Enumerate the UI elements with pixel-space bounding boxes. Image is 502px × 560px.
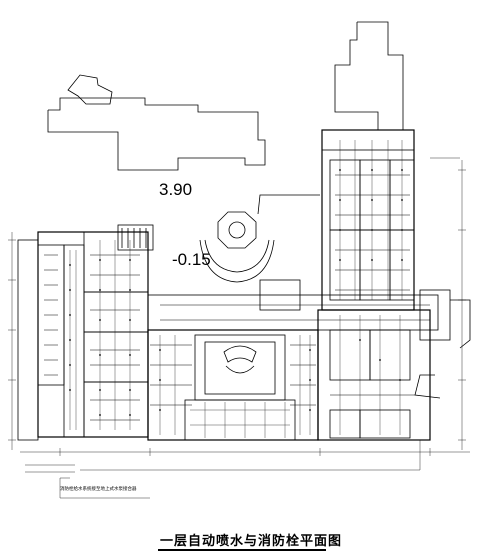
fountain-octagon [217,211,257,249]
right-lower-block [317,309,431,441]
title-underline [158,549,326,551]
roof-outline [47,97,266,171]
right-wing [321,129,415,311]
elevation-label-upper: 3.90 [159,180,193,199]
drawing-note: 消防栓给水系统接至地上式水泵接合器 [60,487,137,492]
drawing-title: 一层自动喷水与消防栓平面图 [159,534,342,549]
roof-outline-right [334,21,404,131]
courtyard [194,334,286,401]
pavilion-outline [67,74,113,105]
elevation-label-lower: -0.15 [172,250,211,269]
left-wing [37,231,149,438]
